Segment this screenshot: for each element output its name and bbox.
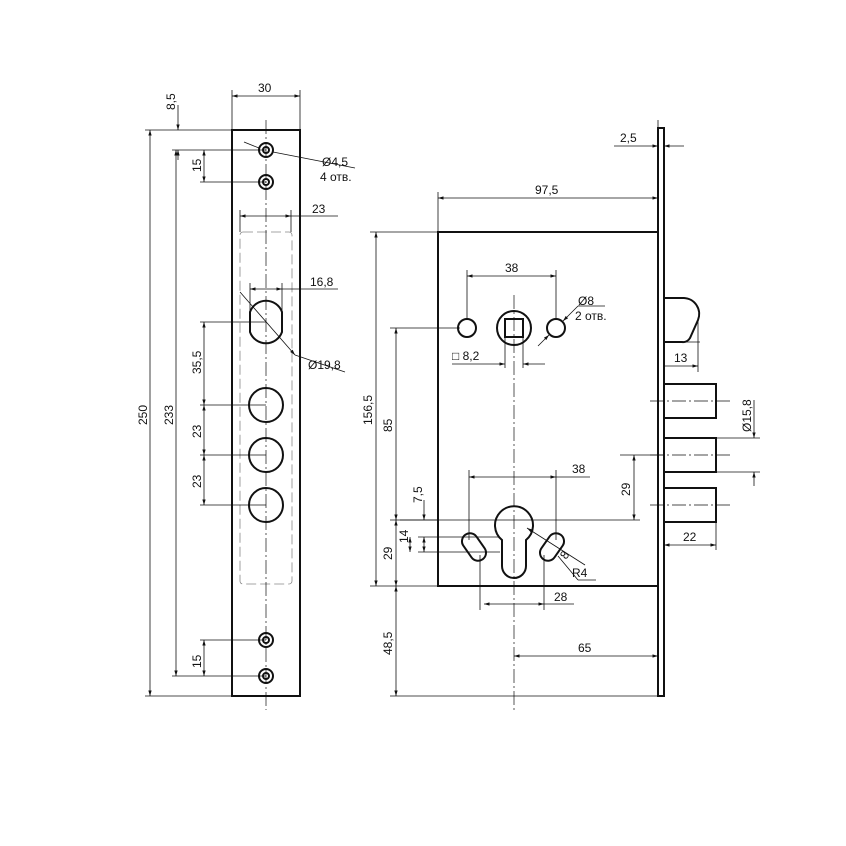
dim-body-depth: 97,5: [535, 183, 559, 197]
mount-hole: [546, 318, 566, 338]
dim-bolt-spacing-1: 23: [190, 424, 204, 438]
dim-latch-offset: 35,5: [190, 350, 204, 374]
mount-hole: [457, 318, 477, 338]
dim-faceplate-thickness: 2,5: [620, 131, 637, 145]
dim-spindle-square: □ 8,2: [452, 349, 480, 363]
dim-bolt-spacing-2: 23: [190, 474, 204, 488]
dim-hole-spacing-bottom: 15: [190, 654, 204, 668]
spindle-hub: [496, 310, 532, 346]
dim-bolt-dia: Ø15,8: [740, 399, 754, 432]
dim-backset: 65: [578, 641, 592, 655]
dim-slot-width: 8: [557, 548, 572, 562]
strike-plate: 30 8,5 15 Ø4,5 4 отв. 23 16,8 Ø19,8 35,5…: [136, 81, 356, 710]
dim-latch-width: 16,8: [310, 275, 334, 289]
dim-hole-count: 2 отв.: [575, 309, 607, 323]
dim-hole-spacing: 38: [505, 261, 519, 275]
dim-body-height: 156,5: [361, 395, 375, 425]
latch-opening: [249, 299, 283, 345]
dim-latch-projection: 13: [674, 351, 688, 365]
dim-inner-height: 233: [162, 405, 176, 425]
dim-hole-count: 4 отв.: [320, 170, 352, 184]
dim-plate-width: 30: [258, 81, 272, 95]
dim-total-height: 250: [136, 405, 150, 425]
cylinder-cutout: [494, 505, 534, 579]
dim-bottom-extension: 48,5: [381, 631, 395, 655]
screw-slot: [460, 532, 488, 562]
dim-slot-height: 14: [397, 529, 411, 543]
lock-body: 2,5 97,5 38 Ø8 2 отв. □ 8,2 156,5 85 13 …: [361, 120, 760, 710]
dim-latch-dia: Ø19,8: [308, 358, 341, 372]
spindle-square: [504, 318, 524, 338]
dim-hole-dia: Ø4,5: [322, 155, 348, 169]
dim-slot-spacing: 28: [554, 590, 568, 604]
dim-top-offset: 8,5: [164, 93, 178, 110]
dim-spindle-to-cylinder: 85: [381, 418, 395, 432]
dim-recess-width: 23: [312, 202, 326, 216]
dim-slot-radius: R4: [572, 566, 588, 580]
latch: [663, 297, 701, 344]
dim-cylinder-to-bottom: 29: [381, 546, 395, 560]
dim-bolt-projection: 22: [683, 530, 697, 544]
dim-bolt-spacing: 29: [619, 482, 633, 496]
dim-cylinder-hole-spacing: 38: [572, 462, 586, 476]
dim-hole-spacing-top: 15: [190, 158, 204, 172]
dim-slot-offset: 7,5: [411, 486, 425, 503]
screw-slot: [538, 532, 566, 562]
dim-hole-dia: Ø8: [578, 294, 594, 308]
